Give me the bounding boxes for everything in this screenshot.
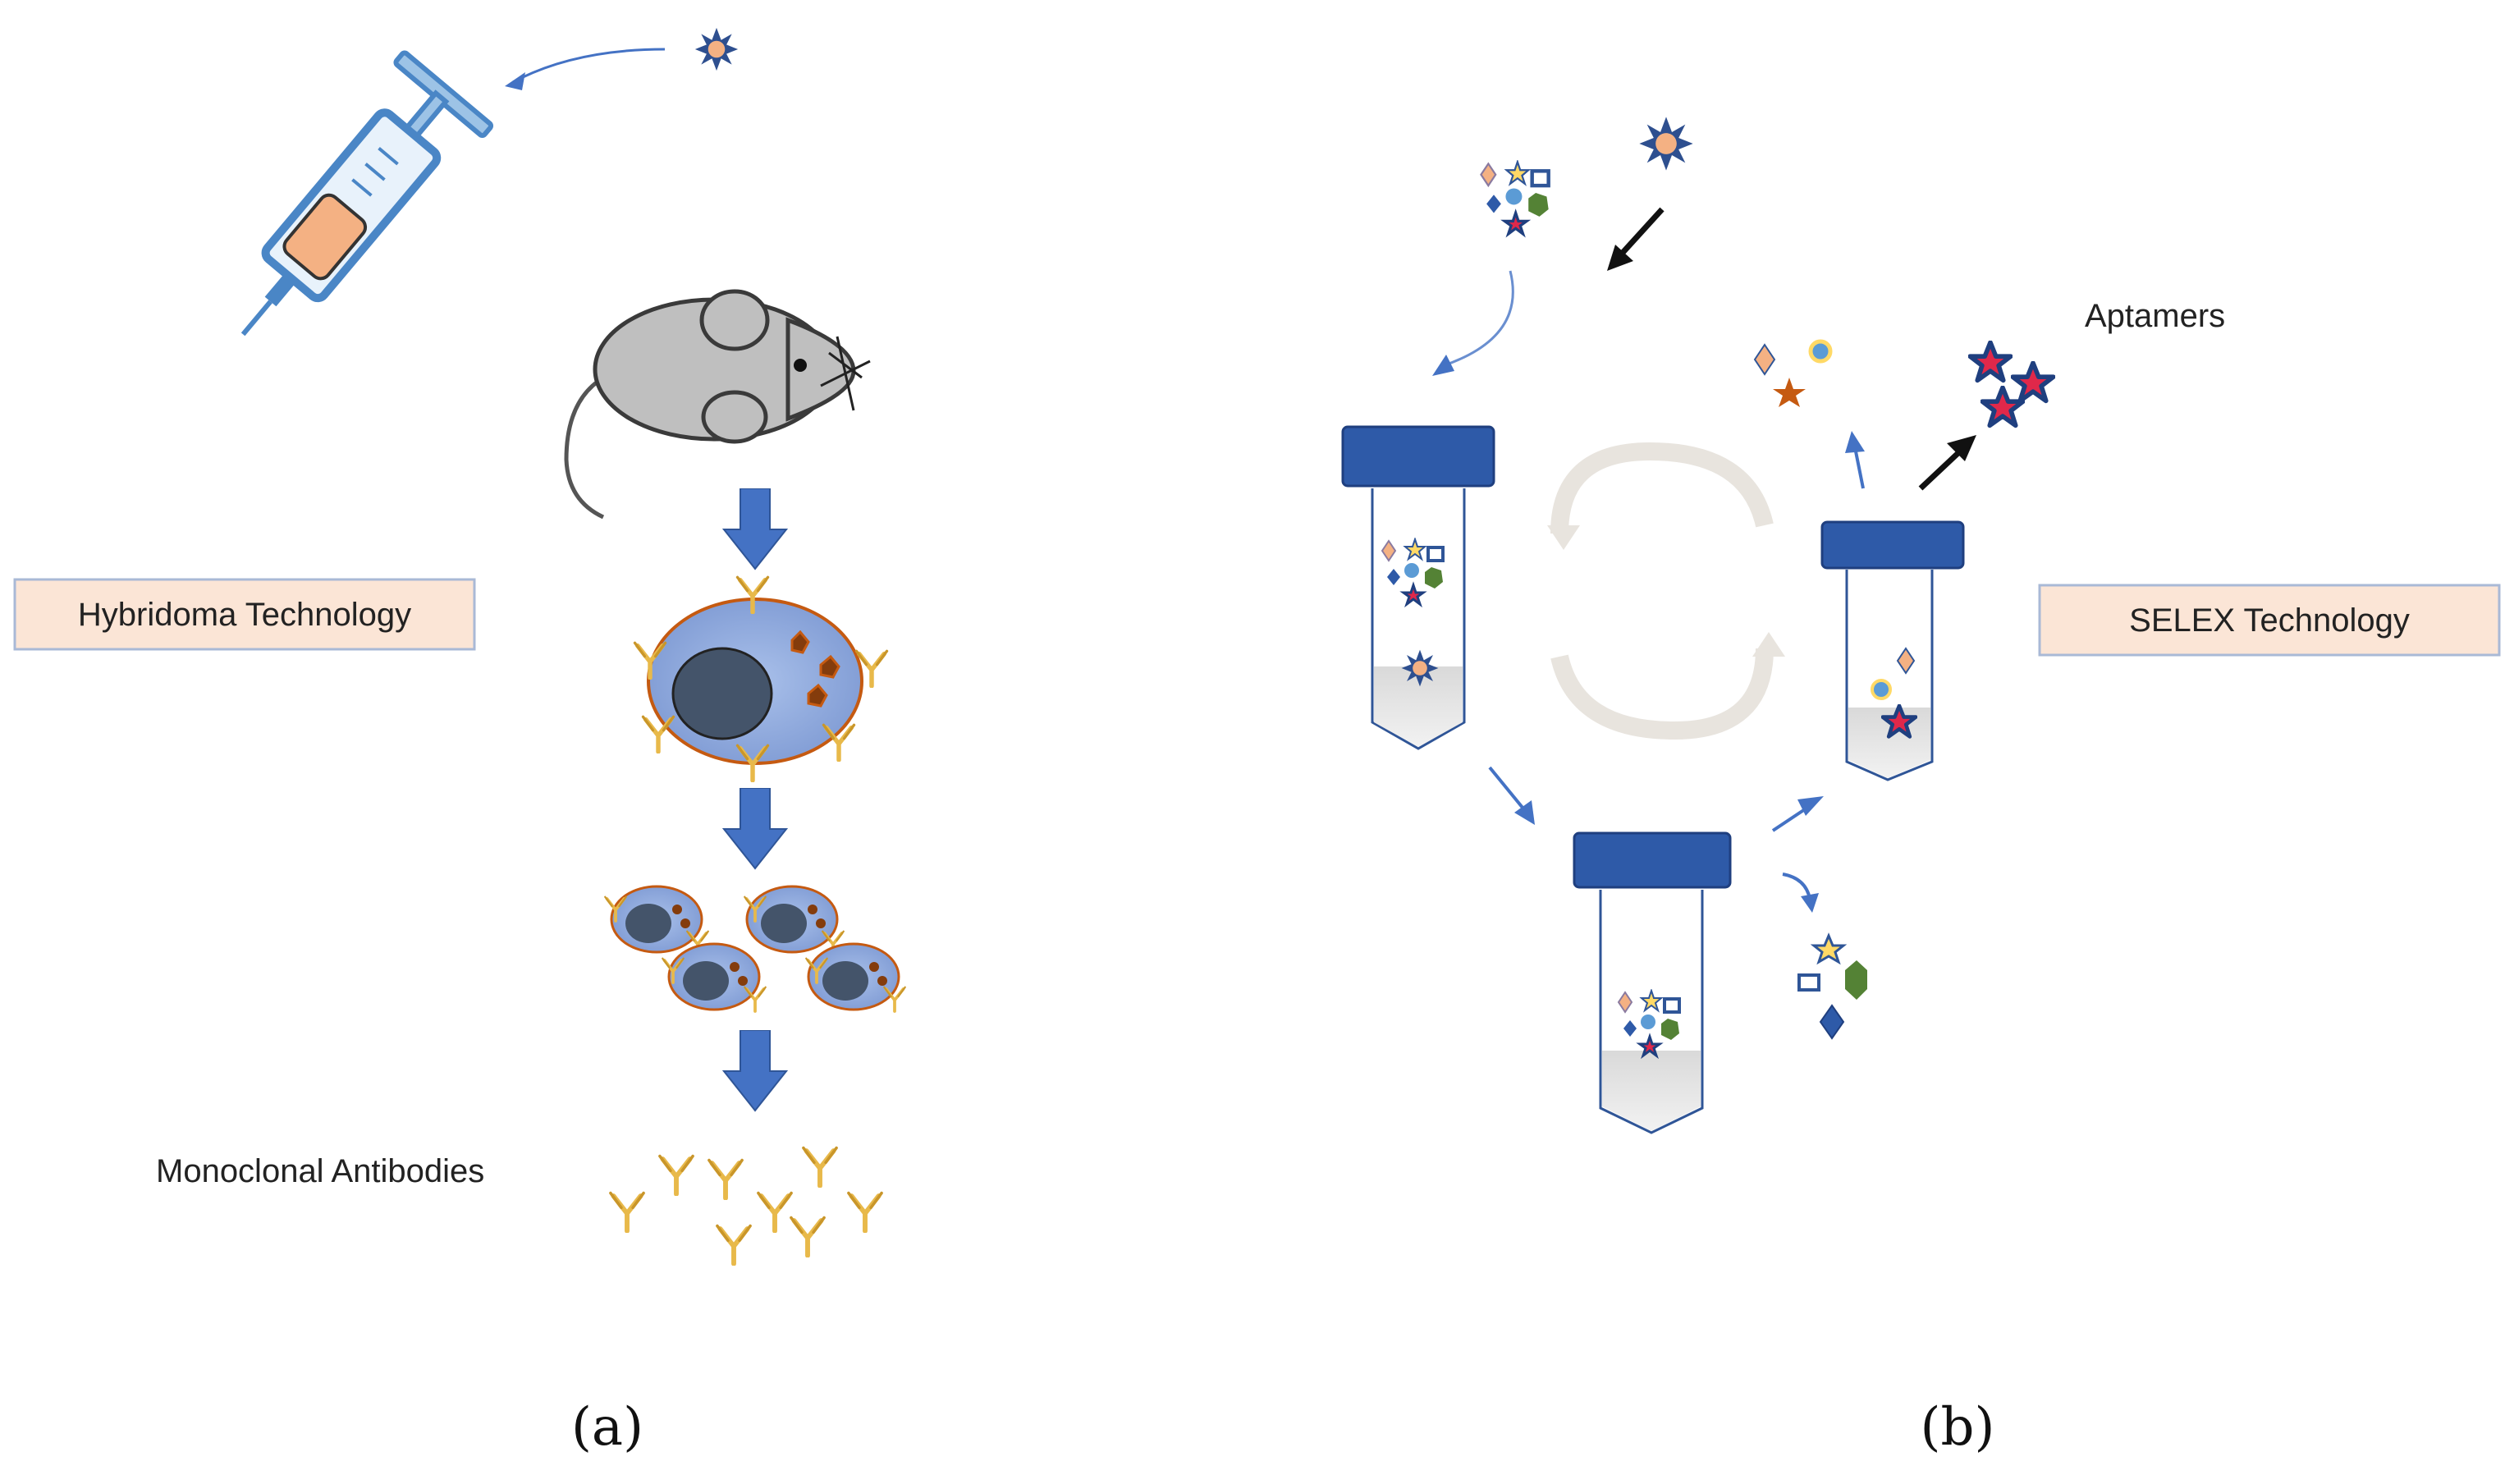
selex-label-box <box>2038 584 2501 657</box>
panel-b-tag: (b) <box>1921 1397 1995 1458</box>
antibody-icon <box>611 1193 643 1231</box>
tube-cap <box>1573 831 1732 889</box>
process-arrow-3 <box>723 1030 787 1111</box>
syringe-icon <box>240 50 494 337</box>
antibody-icon <box>709 1161 742 1198</box>
panel-a-tag: (a) <box>571 1397 643 1458</box>
tube-cap <box>1820 520 1965 570</box>
mouse-icon <box>564 289 871 520</box>
clone-cell <box>603 885 710 957</box>
injection-arrow <box>512 48 666 84</box>
target-star-icon <box>1639 117 1693 171</box>
clone-cell <box>743 885 845 957</box>
cycle-arrows-icon <box>1547 442 1785 740</box>
oligo-library-icon <box>1481 162 1548 234</box>
aptamer-icon <box>1982 387 2023 425</box>
monoclonal-label: Monoclonal Antibodies <box>156 1153 484 1189</box>
process-arrow-1 <box>723 488 787 570</box>
panel-a-hybridoma: Hybridoma Technology Monoclonal Antibodi… <box>13 27 907 1458</box>
process-arrow-2 <box>723 788 787 869</box>
antibody-icon <box>717 1226 750 1264</box>
antigen-icon <box>694 27 739 71</box>
combine-arrow <box>1619 207 1665 257</box>
selex-label: SELEX Technology <box>2129 602 2410 639</box>
antibody-icon <box>791 1218 824 1256</box>
eluted-nonbinders <box>1753 339 1833 407</box>
cloned-cells <box>603 885 907 1013</box>
aptamer-icon <box>1970 342 2011 380</box>
panel-b-selex: Aptamers SELEX Technology (b) <box>1341 117 2501 1458</box>
hybridoma-cell-icon <box>634 577 886 781</box>
tube-partition <box>1573 831 1732 1134</box>
tube-cap <box>1341 425 1495 488</box>
antibody-icon <box>660 1157 693 1194</box>
hybridoma-label-box <box>13 578 476 651</box>
antibody-icon <box>758 1193 791 1231</box>
aptamers-label: Aptamers <box>2085 298 2225 334</box>
clone-cell <box>661 942 767 1013</box>
aptamer-icon <box>2013 363 2054 401</box>
antibody-icon <box>804 1148 836 1186</box>
unbound-molecules <box>1797 932 1867 1040</box>
tube-incubation <box>1341 425 1495 750</box>
monoclonal-antibodies <box>611 1148 882 1264</box>
tube-elution <box>1820 520 1965 781</box>
hybridoma-label: Hybridoma Technology <box>78 597 411 633</box>
antibody-icon <box>849 1193 882 1231</box>
clone-cell <box>804 942 907 1013</box>
